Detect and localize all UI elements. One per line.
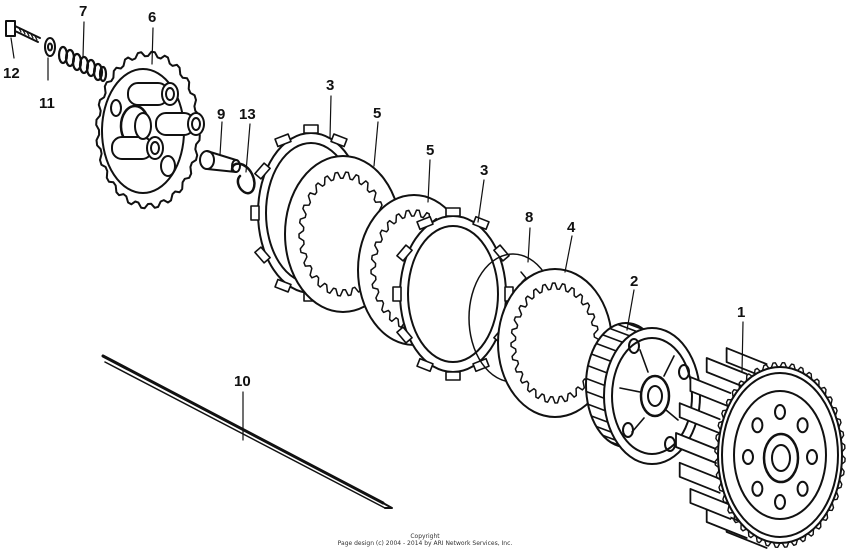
callout-2: 2 [630, 273, 639, 290]
lifter-piece [199, 150, 241, 173]
clutch-center [585, 322, 701, 465]
circlip [230, 162, 256, 195]
callout-8: 8 [525, 209, 534, 226]
callout-7: 7 [79, 3, 88, 20]
copyright-line-1: Copyright [410, 533, 440, 540]
copyright-line-2: Page design (c) 2004 - 2014 by ARI Netwo… [337, 540, 513, 547]
clutch-spring [57, 45, 108, 83]
callout-5-right: 5 [426, 142, 435, 159]
leader-lines [10, 21, 744, 441]
callout-3-right: 3 [480, 162, 489, 179]
pressure-plate [95, 50, 205, 210]
bolt [5, 20, 41, 43]
callout-11: 11 [39, 95, 55, 112]
callout-5-left: 5 [373, 105, 382, 122]
callout-6: 6 [148, 9, 157, 26]
callout-10: 10 [234, 373, 251, 390]
callout-3-left: 3 [326, 77, 335, 94]
callout-13: 13 [239, 106, 256, 123]
friction-disc-right [392, 207, 514, 381]
callout-4: 4 [567, 219, 576, 236]
copyright-notice: Copyright Page design (c) 2004 - 2014 by… [0, 533, 850, 547]
callout-9: 9 [217, 106, 226, 123]
callout-1: 1 [737, 304, 746, 321]
callout-12: 12 [3, 65, 20, 82]
clutch-outer [675, 347, 846, 549]
washer [44, 37, 56, 57]
